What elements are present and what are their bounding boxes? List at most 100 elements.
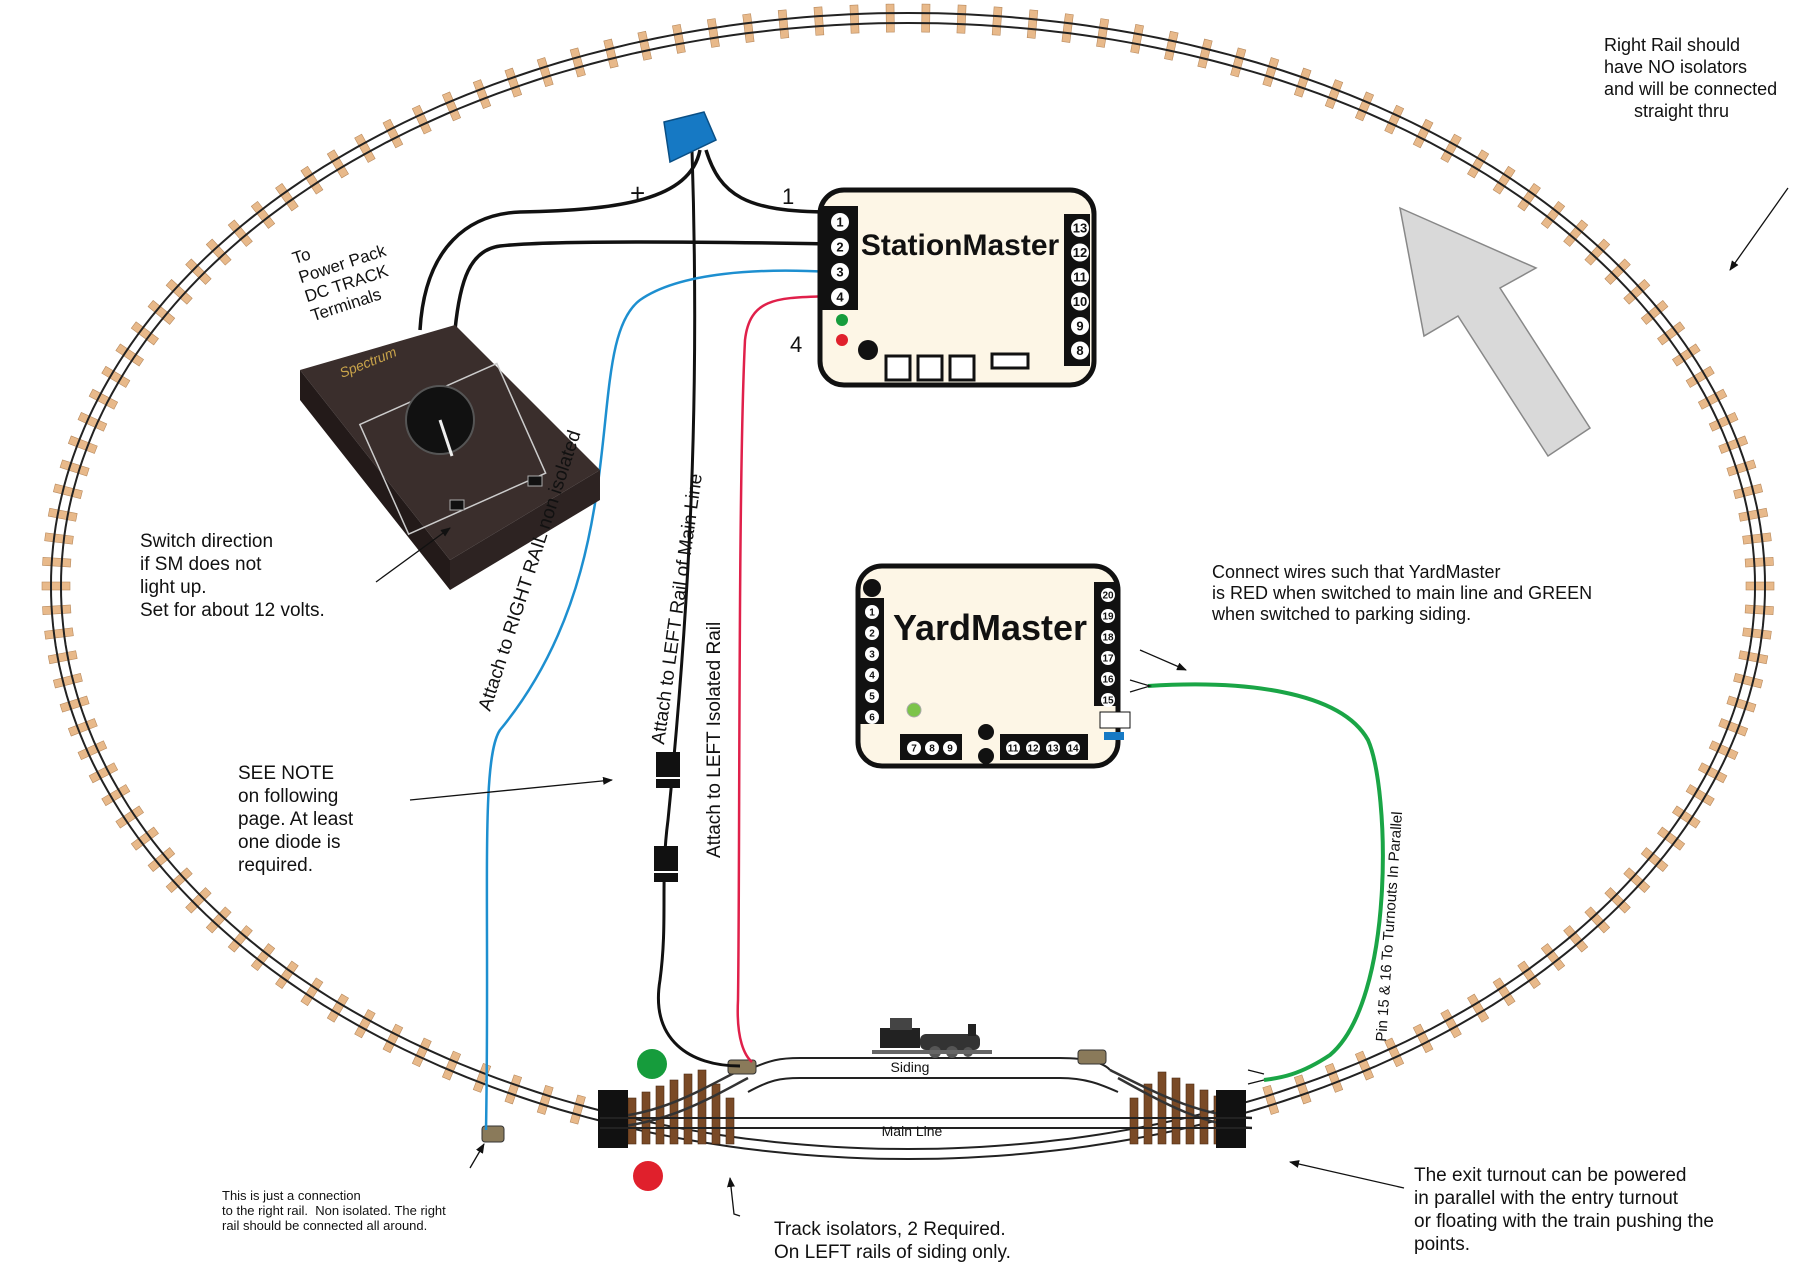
track-tie bbox=[1733, 673, 1764, 689]
track-tie bbox=[300, 977, 324, 1007]
note-see-note: SEE NOTE on following page. At least one… bbox=[238, 763, 354, 876]
track-tie bbox=[1708, 411, 1739, 432]
track-tie bbox=[569, 47, 586, 78]
sm-pin-1 bbox=[831, 213, 849, 231]
wire-connector-icon bbox=[663, 111, 717, 164]
ym-pin-2 bbox=[865, 626, 879, 640]
track-tie bbox=[59, 695, 90, 713]
sm-pin-8 bbox=[1071, 341, 1089, 360]
track-tie bbox=[1708, 740, 1739, 761]
track-tie bbox=[382, 1023, 404, 1054]
track-tie bbox=[1563, 219, 1589, 247]
sm-button-1[interactable] bbox=[884, 354, 912, 382]
rail-clip-icon bbox=[1077, 1049, 1107, 1065]
sm-button-2[interactable] bbox=[916, 354, 944, 382]
track-tie bbox=[411, 104, 432, 135]
track-tie bbox=[849, 4, 860, 34]
track-tie bbox=[130, 321, 159, 346]
track-tie bbox=[1640, 299, 1669, 325]
track-tie bbox=[250, 943, 276, 972]
track-tie bbox=[354, 133, 376, 163]
sm-pin-label: 12 bbox=[1073, 245, 1087, 260]
track-tie bbox=[441, 1050, 462, 1081]
wire-red-isolated bbox=[736, 294, 831, 1063]
wire-pin2 bbox=[453, 240, 831, 331]
inner-rail bbox=[59, 21, 1757, 1151]
track-tie bbox=[1262, 57, 1280, 88]
track-tie bbox=[101, 365, 131, 388]
ym-pin-1 bbox=[865, 605, 879, 619]
track-tie bbox=[1584, 238, 1611, 266]
sm-pin-10 bbox=[1071, 292, 1089, 311]
sm-pin-9 bbox=[1071, 317, 1089, 335]
siding-rail-lower bbox=[747, 1077, 1119, 1093]
track-tie bbox=[47, 507, 78, 522]
track-tie bbox=[326, 993, 349, 1023]
siding-rail-upper bbox=[747, 1057, 1111, 1071]
track-tie bbox=[1685, 784, 1715, 807]
ym-pin-label: 17 bbox=[1102, 654, 1114, 665]
track-tie bbox=[1726, 459, 1757, 477]
signal-red-light bbox=[633, 1161, 663, 1191]
track-tie bbox=[885, 3, 895, 33]
track-tie bbox=[382, 118, 404, 149]
ym-pin-label: 1 bbox=[869, 608, 875, 619]
note-exit-turnout: The exit turnout can be powered in paral… bbox=[1414, 1165, 1714, 1255]
track-tie bbox=[1384, 1037, 1405, 1068]
ym-pin-label: 6 bbox=[869, 713, 875, 724]
sm-pin-label: 3 bbox=[836, 265, 843, 280]
ym-pin-11 bbox=[1006, 741, 1020, 755]
sm-pin-13 bbox=[1071, 219, 1089, 237]
sm-pin-12 bbox=[1071, 243, 1089, 262]
track-tie bbox=[1293, 67, 1312, 98]
track-tie bbox=[67, 435, 98, 454]
track-tie bbox=[603, 38, 619, 69]
yardmaster-title: YardMaster bbox=[893, 607, 1087, 648]
ym-pin-label: 11 bbox=[1008, 744, 1019, 755]
ym-pin-8 bbox=[925, 741, 939, 755]
ym-pin-label: 18 bbox=[1102, 633, 1114, 644]
main-line-label: Main Line bbox=[882, 1123, 943, 1139]
track-tie bbox=[1672, 343, 1701, 367]
track-tie bbox=[706, 18, 720, 48]
track-tie bbox=[227, 925, 253, 953]
diode-icon bbox=[654, 846, 678, 882]
wire-plus bbox=[418, 149, 702, 331]
track-tie bbox=[472, 1063, 492, 1093]
track-tie bbox=[1744, 557, 1774, 568]
track-tie bbox=[1563, 925, 1589, 953]
track-tie bbox=[326, 149, 349, 179]
track-tie bbox=[47, 650, 78, 665]
right-turnout bbox=[1109, 1068, 1253, 1148]
track-tie bbox=[1738, 507, 1769, 522]
ym-pin-9 bbox=[943, 741, 957, 755]
track-tie bbox=[1685, 365, 1715, 388]
track-tie bbox=[1384, 104, 1405, 135]
ym-pin-label: 13 bbox=[1047, 744, 1059, 755]
ym-pin-label: 8 bbox=[929, 744, 935, 755]
track-tie bbox=[1440, 1009, 1462, 1039]
wire-left-main bbox=[657, 149, 741, 1068]
ym-pin-label: 4 bbox=[869, 671, 875, 682]
locomotive-icon bbox=[872, 1018, 992, 1058]
track-tie bbox=[1061, 13, 1074, 43]
track-tie bbox=[1623, 867, 1651, 894]
sm-pin-label: 1 bbox=[836, 215, 843, 230]
sm-button-3[interactable] bbox=[948, 354, 976, 382]
ym-pin-14 bbox=[1066, 741, 1080, 755]
rail-clip-icon bbox=[481, 1125, 505, 1143]
sm-pin-label: 13 bbox=[1073, 221, 1087, 236]
track-tie bbox=[52, 483, 83, 499]
track-tie bbox=[1657, 321, 1686, 346]
track-tie bbox=[1440, 133, 1462, 163]
track-tie bbox=[1726, 695, 1757, 713]
track-tie bbox=[472, 79, 492, 109]
track-tie bbox=[1623, 278, 1651, 305]
ym-pin-label: 20 bbox=[1102, 591, 1114, 602]
track-tie bbox=[1697, 762, 1728, 784]
ym-pin-4 bbox=[865, 668, 879, 682]
track-tie bbox=[147, 847, 176, 873]
track-tie bbox=[1745, 581, 1775, 591]
wire-green-turnouts bbox=[1147, 682, 1385, 1082]
